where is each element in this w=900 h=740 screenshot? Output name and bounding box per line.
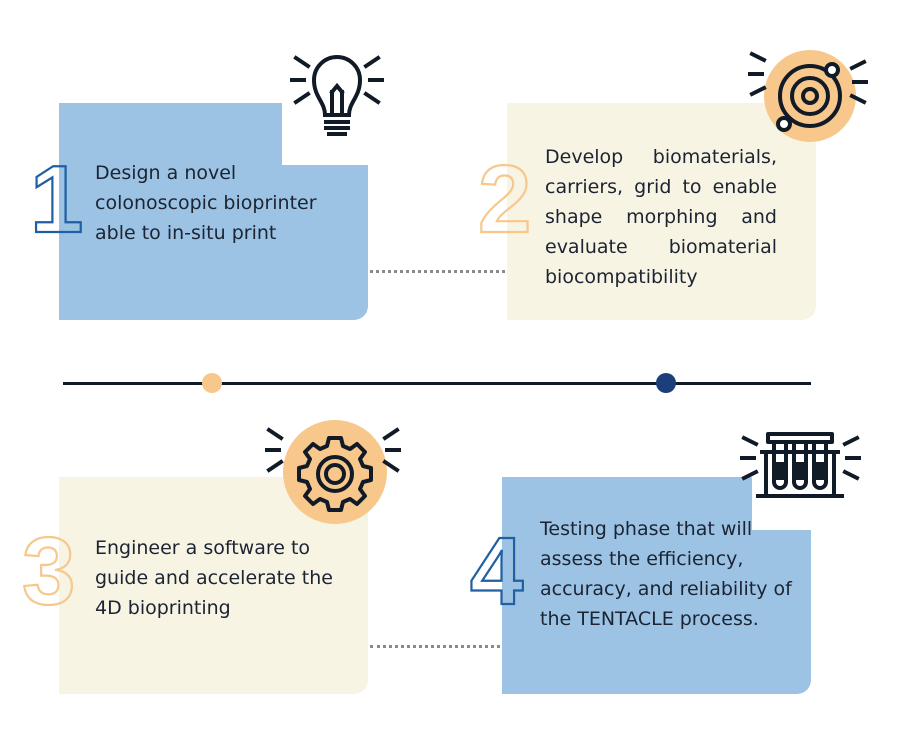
atom-icon (748, 50, 868, 142)
gear-icon (265, 420, 401, 524)
dotted-connector-bottom (370, 645, 500, 648)
step-2-card (507, 103, 816, 320)
step-1-text: Design a novel colonoscopic bioprinter a… (95, 162, 317, 244)
step-4-text: Testing phase that will assess the effic… (540, 518, 792, 630)
step-3-number: 3 (21, 518, 77, 625)
step-3-text: Engineer a software to guide and acceler… (95, 537, 333, 619)
lightbulb-icon (282, 42, 392, 165)
dotted-connector-top (370, 270, 505, 273)
step-4-number: 4 (469, 518, 525, 625)
test-tubes-icon (740, 420, 863, 530)
step-1-number: 1 (29, 146, 85, 253)
step-2-text: Develop biomaterials, carriers, grid to … (545, 146, 777, 288)
timeline-line (63, 382, 811, 385)
timeline-node-blue (656, 373, 676, 393)
timeline-node-orange (202, 373, 222, 393)
step-2-number: 2 (477, 146, 533, 253)
